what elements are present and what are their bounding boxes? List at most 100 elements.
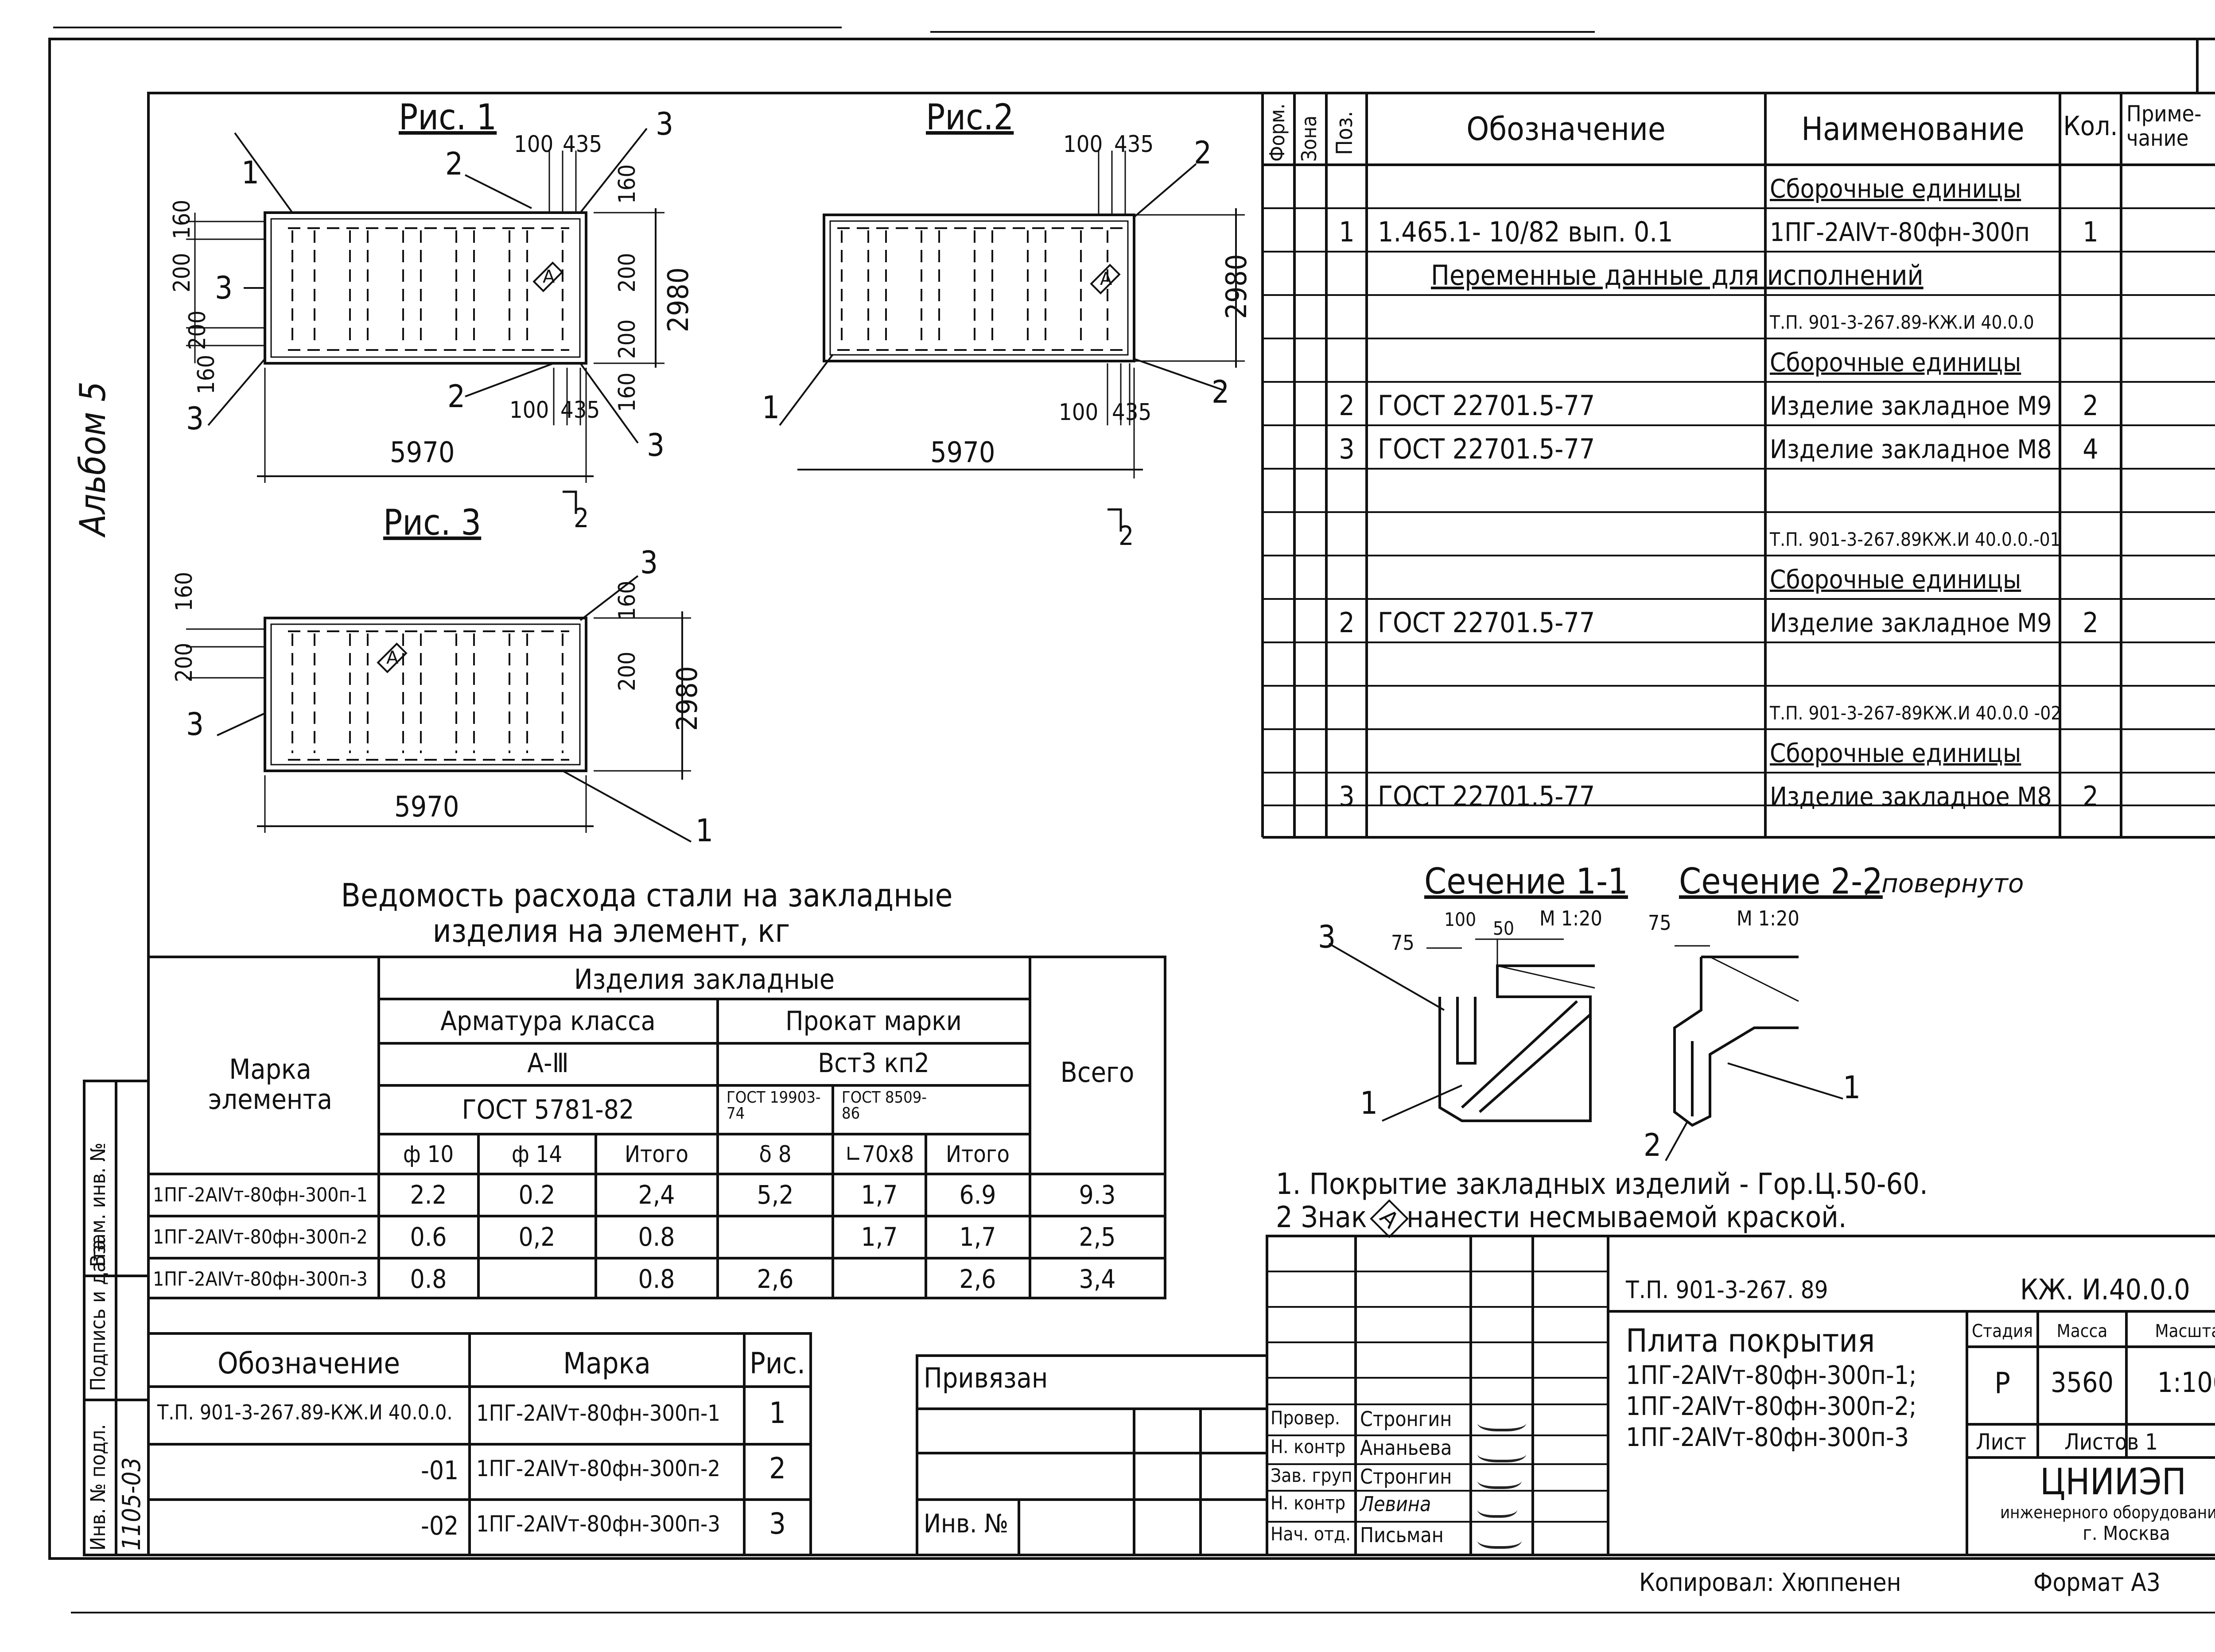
tb-name: Стронгин: [1360, 1465, 1452, 1489]
tb-role: Н. контр: [1271, 1436, 1346, 1458]
tb-org: ЦНИИЭП: [2040, 1461, 2187, 1503]
steel-row-value: 9.3: [1079, 1180, 1116, 1210]
steel-row-value: 0.6: [410, 1222, 447, 1252]
tb-title: Плита покрытия: [1626, 1322, 1875, 1359]
markings-h-designation: Обозначение: [217, 1346, 400, 1380]
note-2-a: 2 Знак: [1276, 1200, 1367, 1234]
tb-format: Формат А3: [2033, 1568, 2161, 1597]
tb-name: Левина: [1360, 1492, 1431, 1516]
section-2-scale: М 1:20: [1737, 906, 1799, 930]
tb-h-stage: Стадия: [1971, 1321, 2033, 1341]
fig1-callout-2-b: 2: [447, 378, 466, 415]
steel-h-prokat: Прокат марки: [785, 1006, 962, 1037]
tb-role: Провер.: [1271, 1407, 1341, 1429]
steel-h-gost8509: ГОСТ 8509-86: [842, 1088, 927, 1123]
steel-row-mark: 1ПГ-2АⅣт-80фн-300п-1: [153, 1184, 368, 1206]
fig3-callout-1: 1: [696, 812, 714, 849]
steel-row-mark: 1ПГ-2АⅣт-80фн-300п-3: [153, 1268, 368, 1291]
steel-row-value: 2,6: [959, 1264, 996, 1294]
steel-h-items: Изделия закладные: [574, 963, 835, 995]
steel-subheader: ∟70х8: [844, 1141, 914, 1168]
fig1-dim-160-b: 160: [193, 354, 220, 394]
spec-row-name: Сборочные единицы: [1770, 347, 2021, 377]
steel-h-armature: Арматура класса: [440, 1006, 656, 1037]
fig1-callout-3: 3: [656, 106, 674, 142]
spec-row-name: Сборочные единицы: [1770, 564, 2021, 595]
fig1-dim-200-r: 200: [614, 253, 641, 292]
fig3-title: Рис. 3: [383, 502, 482, 543]
fig3-callout-3-l: 3: [186, 706, 204, 742]
steel-row-value: 3,4: [1079, 1264, 1116, 1294]
tb-title-l2: 1ПГ-2АⅣт-80фн-300п-2;: [1626, 1391, 1917, 1421]
fig1-dim-200: 200: [169, 253, 195, 292]
figure-1-plan: [186, 128, 664, 514]
fig1-section-2: 2: [574, 503, 589, 534]
section-1-1: [1329, 938, 1595, 1122]
strip-zam: Взам. инв. №: [86, 1143, 110, 1267]
tb-h-mass: Масса: [2056, 1321, 2108, 1341]
steel-row-value: 6.9: [959, 1180, 996, 1210]
markings-table: [147, 1332, 812, 1556]
spec-row-pos: 3: [1339, 433, 1355, 465]
tb-role: Н. контр: [1271, 1492, 1346, 1514]
steel-table: [147, 956, 1166, 1299]
fig1-dim-5970: 5970: [390, 436, 455, 469]
fig1-dim-160-r: 160: [614, 164, 641, 204]
signature-5: [1477, 1528, 1522, 1549]
tb-stage: Р: [1994, 1366, 2010, 1400]
strip-inv: Инв. № подл.: [86, 1424, 110, 1551]
fig2-callout-2: 2: [1194, 135, 1212, 171]
fig2-dim-2980: 2980: [1220, 254, 1253, 319]
fig3-mark-a: А: [386, 648, 399, 668]
fig2-section-2: 2: [1119, 521, 1134, 552]
steel-h-a3: А-Ⅲ: [527, 1048, 569, 1079]
spec-row-name: Сборочные единицы: [1770, 738, 2021, 768]
sheet-frame: [48, 38, 2215, 1560]
fig1-dim-200-r2: 200: [614, 319, 641, 359]
fig2-dim-435: 435: [1114, 131, 1154, 158]
fig1-dim-160-r2: 160: [614, 372, 641, 412]
spec-row-designation: Переменные данные для исполнений: [1431, 259, 1924, 292]
steel-row-value: 5,2: [757, 1180, 794, 1210]
fig1-dim-435: 435: [563, 131, 602, 158]
spec-row-name: 1ПГ-2АⅣт-80фн-300п: [1770, 217, 2030, 247]
steel-subheader: Итого: [624, 1141, 689, 1168]
steel-row-value: 0.8: [638, 1222, 675, 1252]
markings-row-mark: 1ПГ-2АⅣт-80фн-300п-2: [476, 1456, 720, 1481]
spec-row-name: Изделие закладное М8: [1770, 434, 2052, 464]
spec-row-designation: ГОСТ 22701.5-77: [1378, 606, 1595, 639]
markings-h-mark: Марка: [563, 1346, 651, 1380]
markings-row-mark: 1ПГ-2АⅣт-80фн-300п-3: [476, 1511, 720, 1537]
steel-row-value: 0.2: [518, 1180, 556, 1210]
section-2-2: [1665, 945, 1843, 1161]
spec-row-name: Т.П. 901-3-267-89КЖ.И 40.0.0 -02: [1770, 702, 2062, 724]
spec-row-qty: 2: [2083, 606, 2098, 639]
fig3-dim-2980: 2980: [671, 666, 704, 731]
tb-sheets: Листов 1: [2064, 1429, 2158, 1455]
fig1-dim-100: 100: [514, 131, 554, 158]
markings-row-designation: -01: [421, 1455, 459, 1485]
fig1-dim-160: 160: [169, 199, 195, 239]
fig2-dim-100-b: 100: [1059, 399, 1099, 426]
section-1-scale: М 1:20: [1539, 906, 1602, 930]
fig3-dim-200-r: 200: [614, 651, 641, 691]
section-2-dim-75: 75: [1648, 911, 1671, 935]
steel-row-value: 2,5: [1079, 1222, 1116, 1252]
steel-subheader: δ 8: [759, 1141, 792, 1168]
section-1-dim-50: 50: [1493, 917, 1515, 939]
markings-row-fig: 1: [769, 1396, 786, 1430]
steel-row-value: 0,2: [518, 1222, 556, 1252]
spec-row-name: Изделие закладное М8: [1770, 781, 2052, 812]
tb-code-left: Т.П. 901-3-267. 89: [1626, 1276, 1828, 1304]
markings-row-mark: 1ПГ-2АⅣт-80фн-300п-1: [476, 1400, 720, 1426]
spec-row-pos: 1: [1339, 216, 1355, 248]
tb-scale: 1:100: [2157, 1366, 2215, 1399]
page-number: 24: [2213, 49, 2215, 84]
fig1-title: Рис. 1: [399, 97, 497, 138]
signature-2: [1477, 1442, 1526, 1462]
spec-h-form: Форм.: [1265, 103, 1289, 162]
fig1-callout-1: 1: [241, 155, 260, 191]
figure-3-plan: [186, 575, 692, 843]
tb-code-right: КЖ. И.40.0.0: [2020, 1274, 2190, 1306]
